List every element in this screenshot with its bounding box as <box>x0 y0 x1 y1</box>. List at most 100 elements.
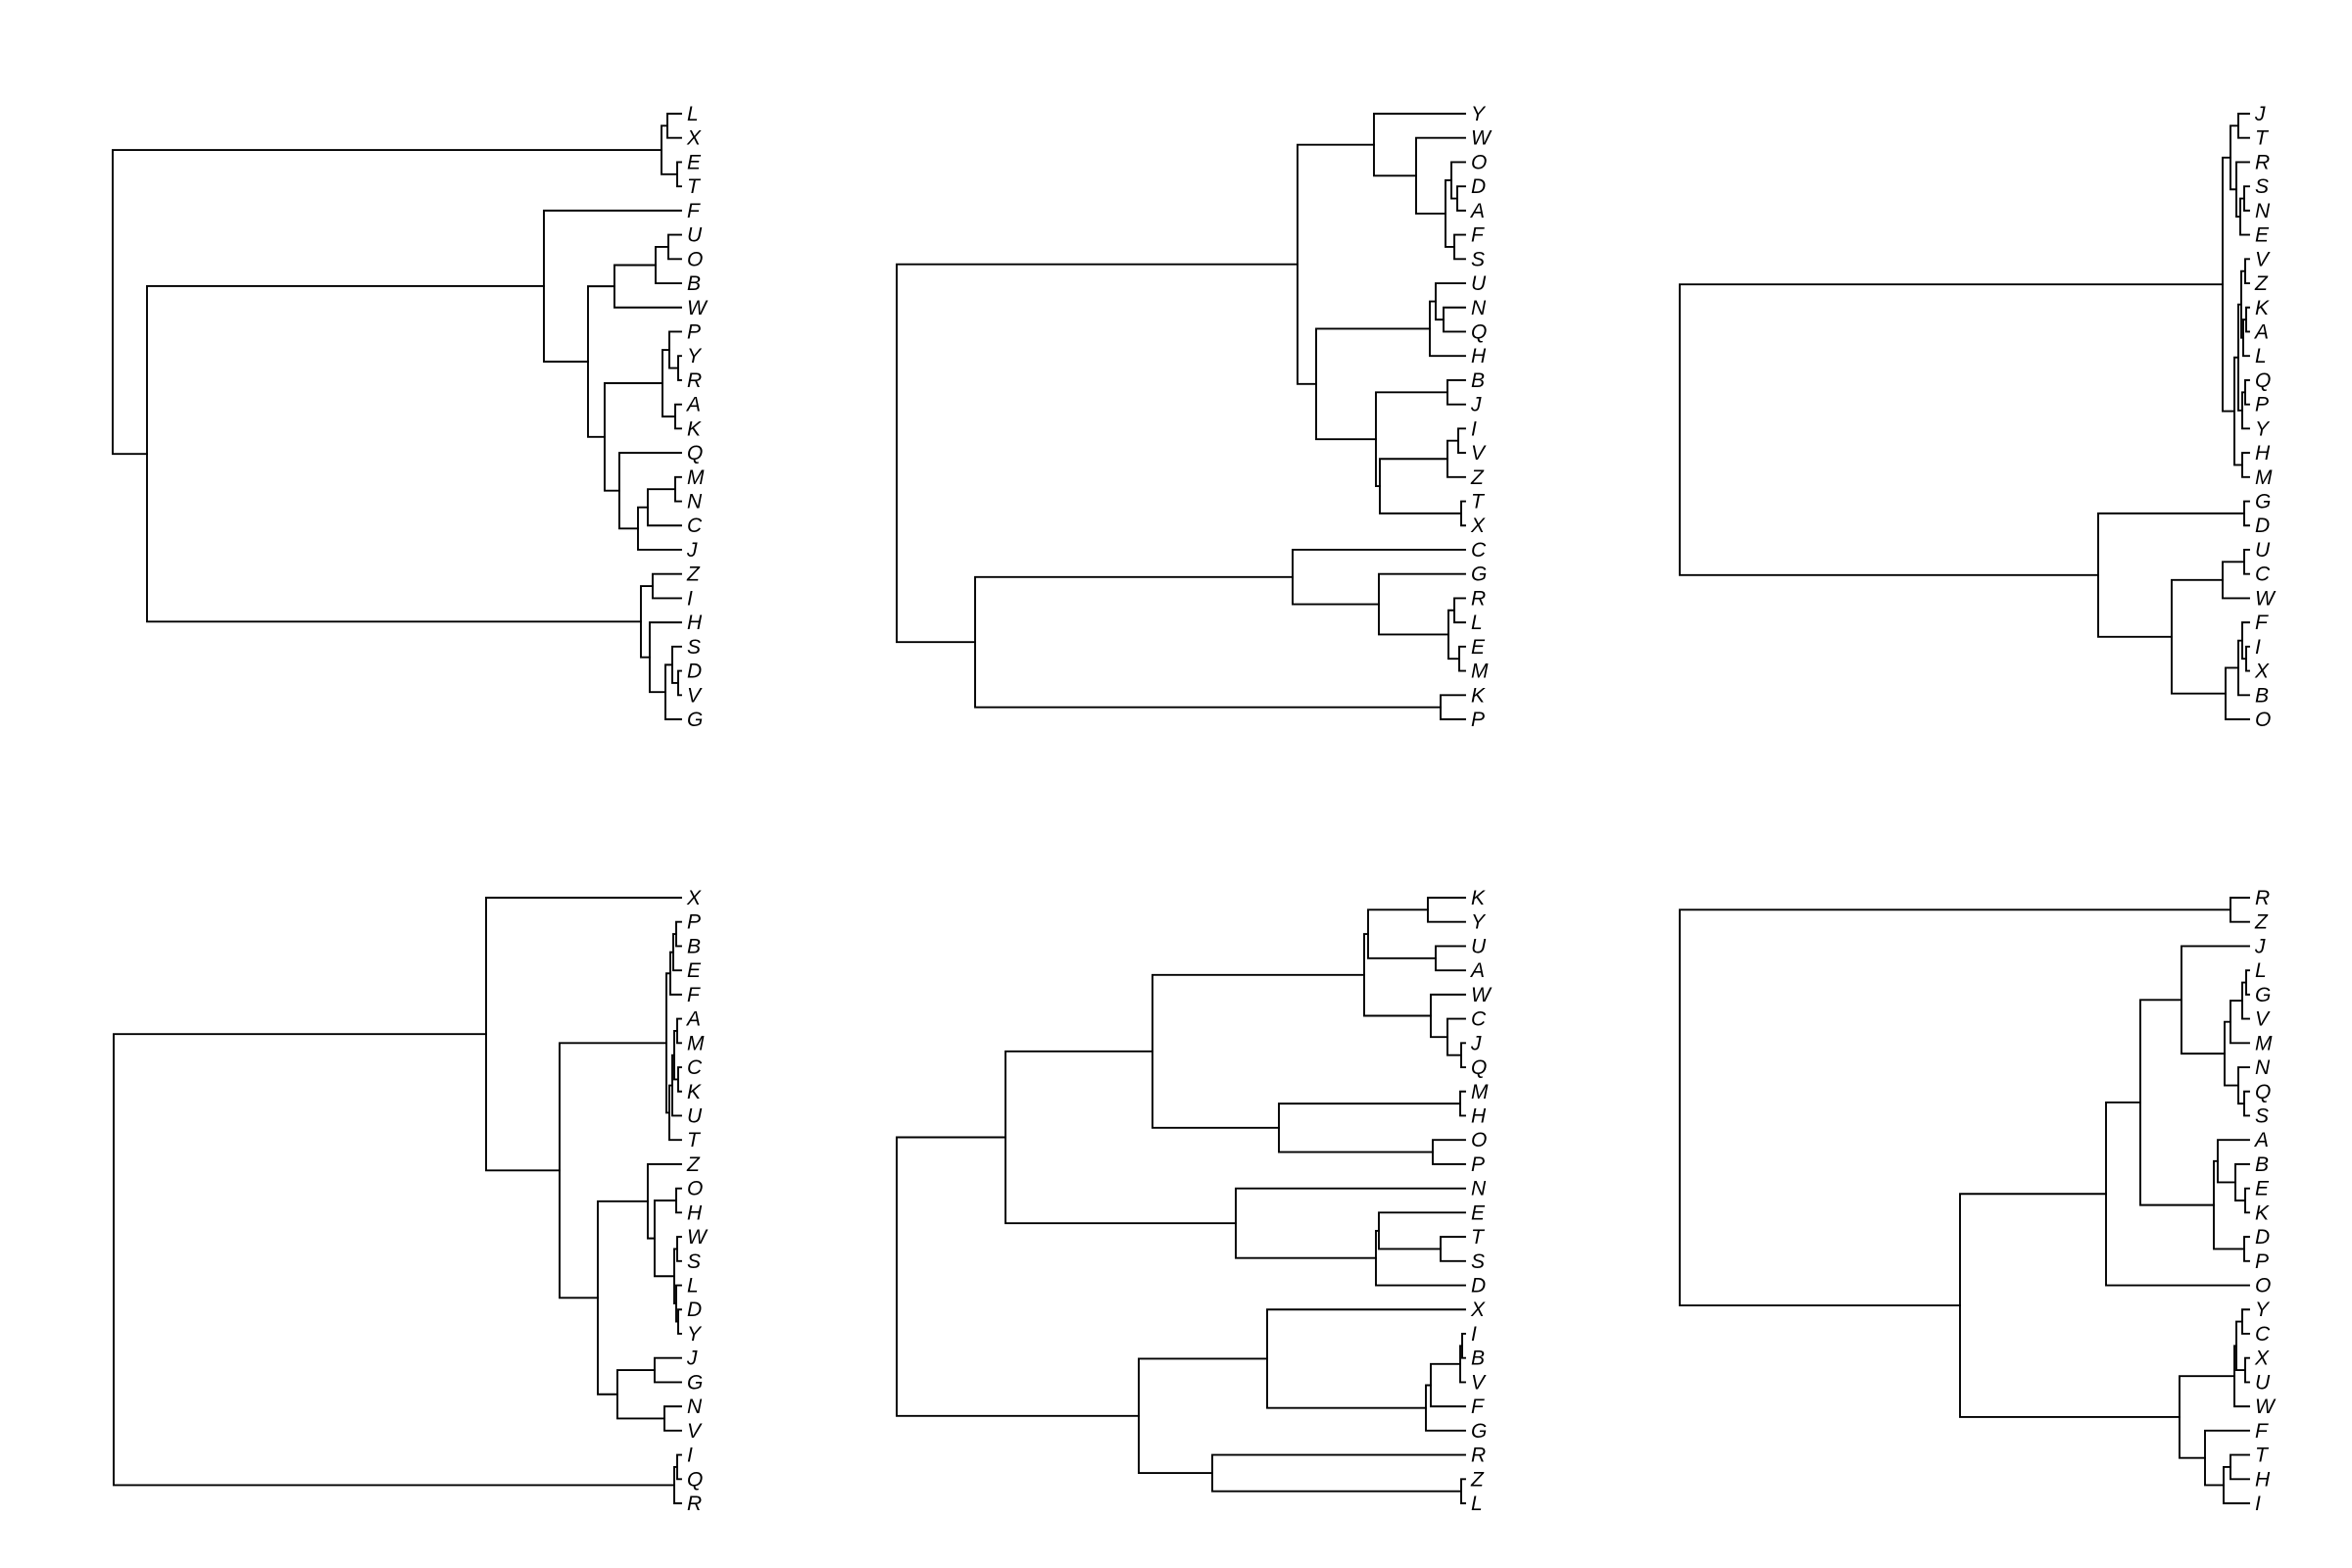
leaf-label-P: P <box>1471 709 1485 731</box>
dendrogram-branch <box>2139 999 2215 1206</box>
leaf-label-L: L <box>2255 959 2267 982</box>
leaf-label-M: M <box>687 466 705 489</box>
leaf-label-R: R <box>2255 151 2270 173</box>
dendrogram-branch <box>1315 327 1431 441</box>
leaf-label-D: D <box>1471 175 1486 198</box>
leaf-label-D: D <box>1471 1275 1486 1298</box>
dendrogram-branch <box>1427 897 1466 923</box>
dendrogram-branch <box>654 1200 677 1278</box>
leaf-label-R: R <box>2255 887 2270 909</box>
leaf-label-T: T <box>687 1129 702 1152</box>
leaf-label-M: M <box>687 1032 705 1054</box>
dendrogram-branch <box>668 330 682 369</box>
dendrogram-branch <box>1679 283 2224 576</box>
dendrogram-branch <box>1435 945 1466 972</box>
leaf-label-A: A <box>2253 1129 2269 1152</box>
leaf-label-T: T <box>1471 491 1486 514</box>
dendrogram-branch <box>1440 694 1466 720</box>
leaf-label-B: B <box>1471 369 1485 392</box>
leaf-label-W: W <box>687 297 709 319</box>
dendrogram-branch <box>613 264 682 309</box>
leaf-label-M: M <box>2255 1032 2273 1054</box>
leaf-label-L: L <box>687 103 699 125</box>
leaf-label-F: F <box>1471 224 1485 247</box>
dendrogram-branch <box>1453 597 1466 624</box>
dendrogram-branch <box>1378 572 1466 636</box>
leaf-label-X: X <box>1470 514 1486 537</box>
leaf-label-E: E <box>2255 1178 2270 1200</box>
dendrogram-branch <box>2234 1162 2250 1201</box>
leaf-label-I: I <box>1471 417 1477 440</box>
dendrogram-branch <box>1004 1050 1237 1225</box>
leaf-label-S: S <box>1471 248 1485 270</box>
leaf-label-G: G <box>2255 984 2271 1006</box>
dendrogram-branch <box>146 284 642 623</box>
dendrogram-branch <box>1378 1211 1466 1250</box>
leaf-label-S: S <box>2255 1104 2269 1127</box>
leaf-label-Q: Q <box>1471 1056 1487 1079</box>
dendrogram-branch <box>1440 1236 1466 1262</box>
dendrogram-branch <box>669 951 682 996</box>
leaf-label-N: N <box>687 1396 703 1418</box>
leaf-label-K: K <box>687 1081 702 1103</box>
leaf-label-V: V <box>2255 248 2271 270</box>
leaf-label-U: U <box>2255 539 2271 562</box>
leaf-label-N: N <box>1471 297 1487 319</box>
leaf-label-P: P <box>2255 1250 2269 1273</box>
leaf-label-E: E <box>2255 224 2270 247</box>
leaf-label-D: D <box>687 1298 702 1321</box>
dendrogram-branch <box>2223 1465 2250 1504</box>
leaf-label-K: K <box>2255 297 2270 319</box>
dendrogram-branch <box>616 1369 665 1420</box>
leaf-label-F: F <box>687 200 701 222</box>
leaf-label-S: S <box>1471 1250 1485 1273</box>
dendrogram-branch <box>1363 933 1432 1017</box>
leaf-label-J: J <box>2254 103 2266 125</box>
dendrogram-branch <box>1435 282 1466 321</box>
leaf-label-X: X <box>2254 661 2270 683</box>
dendrogram-branch <box>1425 1384 1466 1432</box>
dendrogram-branch <box>2235 1320 2246 1371</box>
leaf-label-W: W <box>1471 127 1493 150</box>
leaf-label-H: H <box>1471 345 1487 368</box>
leaf-label-I: I <box>2255 1493 2261 1515</box>
leaf-label-H: H <box>1471 1104 1487 1127</box>
leaf-label-U: U <box>2255 1371 2271 1394</box>
leaf-label-L: L <box>2255 345 2267 368</box>
leaf-label-K: K <box>1471 684 1486 707</box>
leaf-label-B: B <box>2255 1153 2269 1176</box>
leaf-label-O: O <box>2255 1275 2271 1298</box>
leaf-label-T: T <box>687 175 702 198</box>
dendrogram-branch <box>1379 458 1462 514</box>
dendrogram-branch <box>1450 161 1466 200</box>
leaf-label-E: E <box>1471 1201 1486 1224</box>
leaf-label-H: H <box>2255 1468 2271 1491</box>
leaf-label-A: A <box>1469 200 1485 222</box>
leaf-label-N: N <box>1471 1178 1487 1200</box>
leaf-label-X: X <box>686 127 702 150</box>
leaf-label-Z: Z <box>1470 466 1485 489</box>
leaf-label-S: S <box>687 1250 701 1273</box>
leaf-label-Y: Y <box>687 1323 703 1346</box>
dendrogram-branch <box>974 575 1442 709</box>
leaf-label-B: B <box>1471 1348 1485 1370</box>
dendrogram-branch <box>1445 179 1455 248</box>
leaf-label-W: W <box>2255 587 2277 610</box>
dendrogram-branch <box>652 572 682 600</box>
leaf-label-C: C <box>2255 1323 2271 1346</box>
dendrogram-branch <box>666 113 682 139</box>
leaf-label-I: I <box>2255 636 2261 659</box>
leaf-label-Y: Y <box>687 345 703 368</box>
leaf-label-J: J <box>1470 1032 1482 1054</box>
leaf-label-A: A <box>685 1008 701 1031</box>
leaf-label-B: B <box>687 272 701 295</box>
leaf-label-U: U <box>687 1104 703 1127</box>
dendrogram-branch <box>1367 908 1437 959</box>
dendrogram-branch <box>1235 1187 1466 1259</box>
leaf-label-F: F <box>2255 612 2269 634</box>
leaf-label-E: E <box>1471 636 1486 659</box>
